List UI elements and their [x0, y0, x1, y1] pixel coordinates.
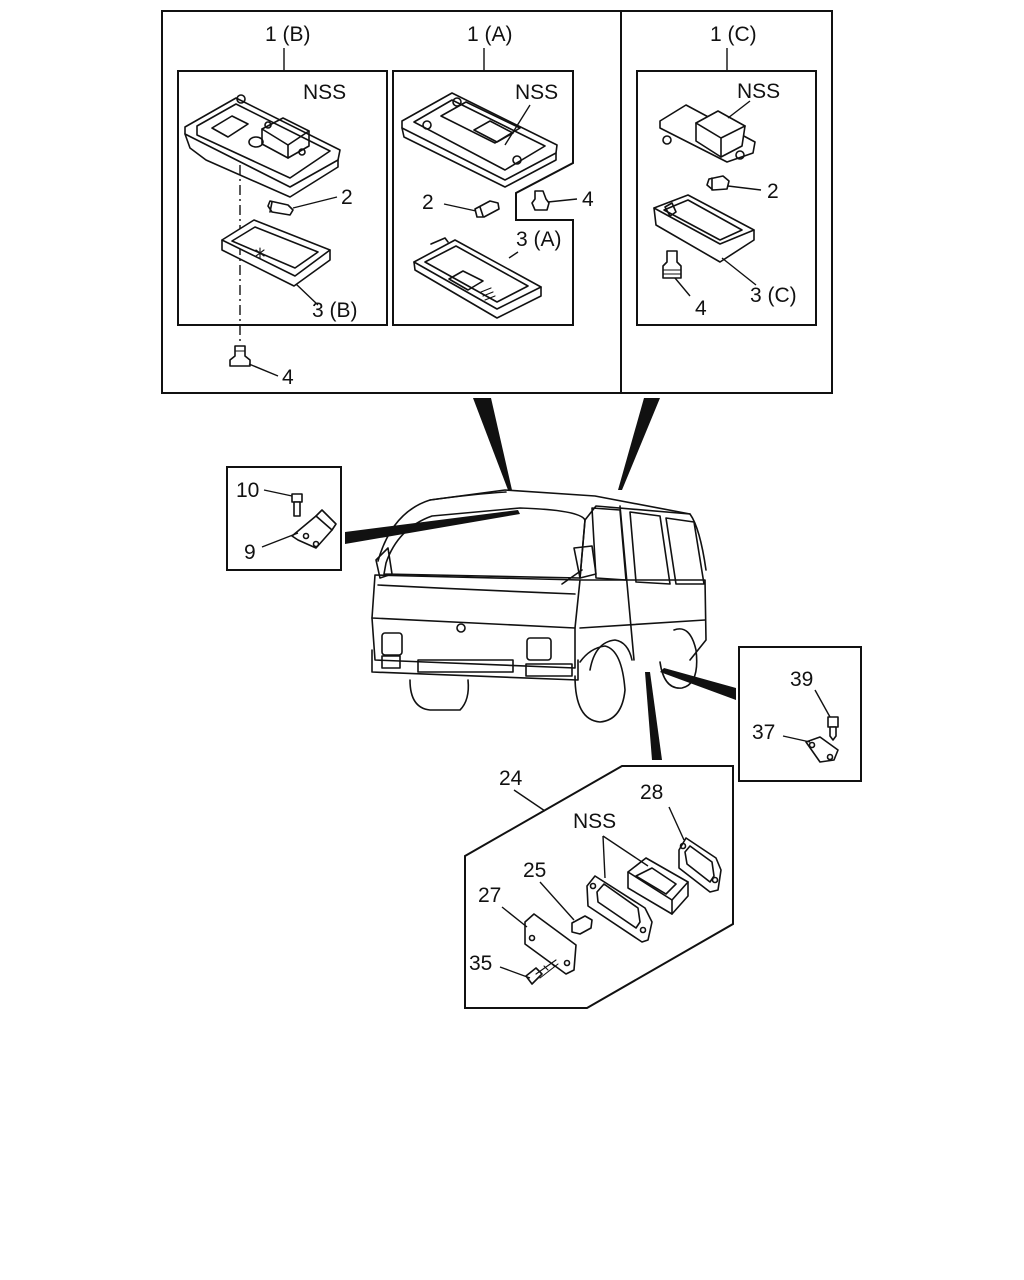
- screw-35: [525, 959, 559, 985]
- pointer-wedge-right: [618, 398, 660, 490]
- lens-3c: [653, 194, 755, 263]
- pointer-wedge-left: [473, 398, 512, 490]
- label-2-1a: 2: [422, 191, 434, 214]
- screw-4-bottom-left: [229, 345, 251, 367]
- label-27: 27: [478, 884, 501, 907]
- label-nss-1a: NSS: [515, 81, 558, 104]
- gasket-28: [678, 837, 722, 893]
- label-35: 35: [469, 952, 492, 975]
- label-4-1a: 4: [582, 188, 594, 211]
- label-4-bottom-left: 4: [282, 366, 294, 389]
- label-28: 28: [640, 781, 663, 804]
- bulb-2c: [706, 175, 730, 191]
- box-1b: [177, 70, 388, 326]
- pointer-wedge-bracket: [345, 510, 520, 544]
- label-4-1c: 4: [695, 297, 707, 320]
- label-39: 39: [790, 668, 813, 691]
- label-25: 25: [523, 859, 546, 882]
- lens-frame-nss: [586, 875, 653, 943]
- screw-4-in-1c: [662, 250, 682, 279]
- pointer-wedge-plate: [660, 668, 736, 700]
- van-illustration: [371, 489, 707, 723]
- label-nss-1c: NSS: [737, 80, 780, 103]
- label-2-1c: 2: [767, 180, 779, 203]
- label-1c: 1 (C): [710, 23, 757, 46]
- plate-detail-box: [738, 646, 862, 782]
- label-nss-side: NSS: [573, 810, 616, 833]
- top-interior-lamp-panel: [161, 10, 833, 394]
- side-lamp-detail-box: [464, 765, 734, 1009]
- label-3c: 3 (C): [750, 284, 797, 307]
- bulb-25: [571, 915, 593, 935]
- label-nss-1b: NSS: [303, 81, 346, 104]
- screw-4-right-of-1a: [531, 190, 550, 211]
- lens-3a: [413, 237, 542, 319]
- lens-3b: [221, 219, 331, 287]
- lamp-housing-nss: [627, 857, 689, 915]
- bracket-detail-box: [226, 466, 342, 571]
- label-2-1b: 2: [341, 186, 353, 209]
- label-10: 10: [236, 479, 259, 502]
- lamp-base-1a: [401, 92, 558, 188]
- bulb-2a: [474, 200, 500, 218]
- label-37: 37: [752, 721, 775, 744]
- label-24: 24: [499, 767, 523, 790]
- label-1b: 1 (B): [265, 23, 311, 46]
- box-1a: [392, 70, 574, 326]
- bulb-2b: [267, 200, 294, 216]
- pointer-wedge-side-lamp: [645, 672, 662, 760]
- label-1a: 1 (A): [467, 23, 513, 46]
- label-3b: 3 (B): [312, 299, 358, 322]
- lamp-base-1c: [659, 104, 756, 163]
- label-9: 9: [244, 541, 256, 564]
- cover-27: [524, 913, 577, 975]
- lamp-base-1b: [184, 94, 341, 198]
- label-3a: 3 (A): [516, 228, 562, 251]
